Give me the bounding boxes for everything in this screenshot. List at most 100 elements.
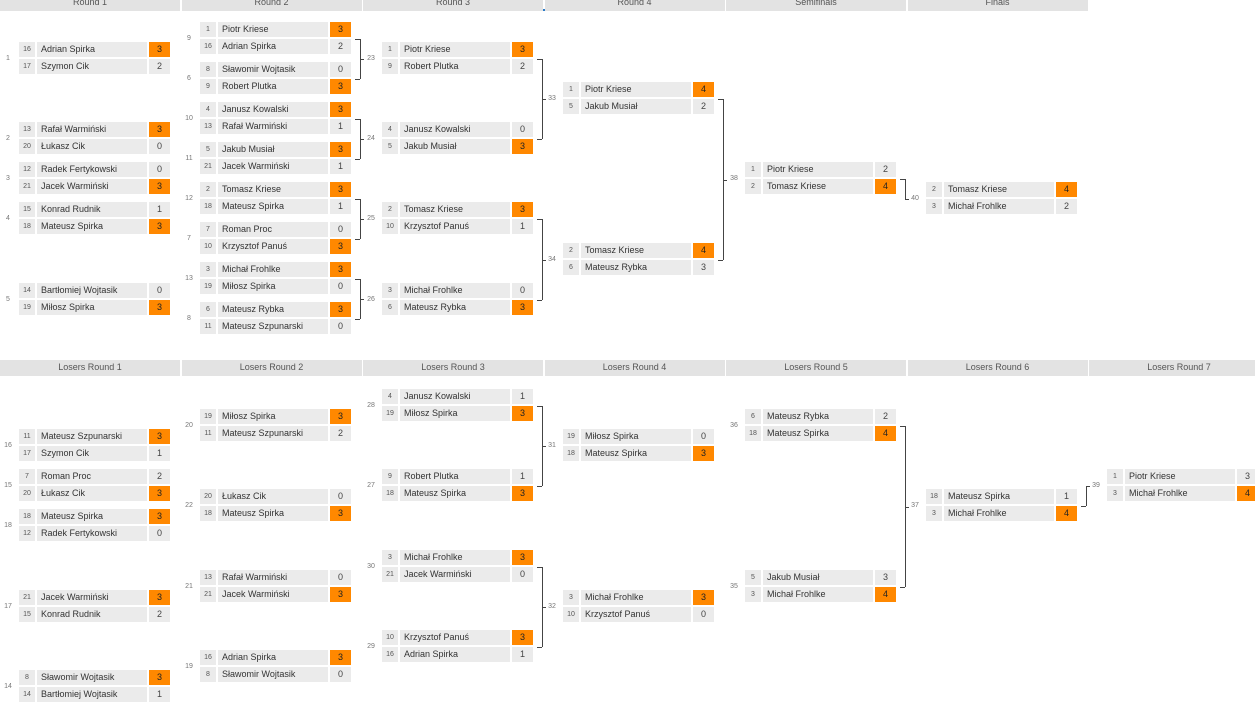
player-name[interactable]: Piotr Kriese bbox=[218, 22, 328, 37]
player-name[interactable]: Mateusz Rybka bbox=[763, 409, 873, 424]
player-name[interactable]: Mateusz Spirka bbox=[763, 426, 873, 441]
player-name[interactable]: Tomasz Kriese bbox=[944, 182, 1054, 197]
player-name[interactable]: Robert Plutka bbox=[400, 469, 510, 484]
player-name[interactable]: Michał Frohlke bbox=[944, 199, 1054, 214]
player-name[interactable]: Miłosz Spirka bbox=[400, 406, 510, 421]
player-name[interactable]: Michał Frohlke bbox=[581, 590, 691, 605]
losers-round-header: Losers Round 1 bbox=[0, 360, 180, 376]
player-name[interactable]: Tomasz Kriese bbox=[581, 243, 691, 258]
player-name[interactable]: Mateusz Spirka bbox=[218, 199, 328, 214]
player-name[interactable]: Roman Proc bbox=[37, 469, 147, 484]
player-name[interactable]: Sławomir Wojtasik bbox=[218, 667, 328, 682]
player-name[interactable]: Miłosz Spirka bbox=[581, 429, 691, 444]
match-number: 3 bbox=[6, 175, 10, 182]
player-name[interactable]: Mateusz Rybka bbox=[218, 302, 328, 317]
match-number: 13 bbox=[185, 275, 193, 282]
player-name[interactable]: Konrad Rudnik bbox=[37, 607, 147, 622]
player-name[interactable]: Miłosz Spirka bbox=[218, 409, 328, 424]
bracket-connector bbox=[537, 139, 542, 140]
player-name[interactable]: Michał Frohlke bbox=[763, 587, 873, 602]
player-name[interactable]: Szymon Cik bbox=[37, 446, 147, 461]
player-name[interactable]: Tomasz Kriese bbox=[400, 202, 510, 217]
player-name[interactable]: Jacek Warmiński bbox=[218, 159, 328, 174]
player-name[interactable]: Tomasz Kriese bbox=[218, 182, 328, 197]
player-name[interactable]: Roman Proc bbox=[218, 222, 328, 237]
player-name[interactable]: Bartłomiej Wojtasik bbox=[37, 687, 147, 702]
player-score: 3 bbox=[330, 182, 351, 197]
player-name[interactable]: Jakub Musiał bbox=[400, 139, 510, 154]
player-name[interactable]: Mateusz Spirka bbox=[37, 219, 147, 234]
player-name[interactable]: Mateusz Szpunarski bbox=[218, 426, 328, 441]
player-score: 3 bbox=[149, 122, 170, 137]
player-name[interactable]: Mateusz Spirka bbox=[581, 446, 691, 461]
player-name[interactable]: Mateusz Rybka bbox=[400, 300, 510, 315]
player-name[interactable]: Miłosz Spirka bbox=[218, 279, 328, 294]
player-name[interactable]: Piotr Kriese bbox=[400, 42, 510, 57]
player-name[interactable]: Michał Frohlke bbox=[1125, 486, 1235, 501]
player-name[interactable]: Adrian Spirka bbox=[400, 647, 510, 662]
player-name[interactable]: Piotr Kriese bbox=[1125, 469, 1235, 484]
player-name[interactable]: Jacek Warmiński bbox=[37, 590, 147, 605]
player-name[interactable]: Tomasz Kriese bbox=[763, 179, 873, 194]
player-name[interactable]: Rafał Warmiński bbox=[218, 119, 328, 134]
player-name[interactable]: Piotr Kriese bbox=[763, 162, 873, 177]
player-score: 2 bbox=[875, 162, 896, 177]
player-name[interactable]: Jacek Warmiński bbox=[218, 587, 328, 602]
player-name[interactable]: Michał Frohlke bbox=[944, 506, 1054, 521]
match-number: 6 bbox=[187, 75, 191, 82]
player-name[interactable]: Szymon Cik bbox=[37, 59, 147, 74]
player-name[interactable]: Konrad Rudnik bbox=[37, 202, 147, 217]
player-name[interactable]: Mateusz Spirka bbox=[944, 489, 1054, 504]
player-name[interactable]: Mateusz Spirka bbox=[218, 506, 328, 521]
player-seed: 8 bbox=[19, 670, 35, 685]
player-name[interactable]: Łukasz Cik bbox=[37, 139, 147, 154]
player-name[interactable]: Jakub Musiał bbox=[218, 142, 328, 157]
player-name[interactable]: Piotr Kriese bbox=[581, 82, 691, 97]
player-name[interactable]: Janusz Kowalski bbox=[400, 122, 510, 137]
player-name[interactable]: Michał Frohlke bbox=[400, 283, 510, 298]
player-name[interactable]: Robert Plutka bbox=[218, 79, 328, 94]
player-name[interactable]: Miłosz Spirka bbox=[37, 300, 147, 315]
player-name[interactable]: Mateusz Rybka bbox=[581, 260, 691, 275]
player-name[interactable]: Adrian Spirka bbox=[218, 650, 328, 665]
match-number: 23 bbox=[367, 55, 375, 62]
player-name[interactable]: Mateusz Spirka bbox=[37, 509, 147, 524]
player-name[interactable]: Adrian Spirka bbox=[218, 39, 328, 54]
player-name[interactable]: Adrian Spirka bbox=[37, 42, 147, 57]
player-name[interactable]: Sławomir Wojtasik bbox=[37, 670, 147, 685]
player-name[interactable]: Łukasz Cik bbox=[37, 486, 147, 501]
player-name[interactable]: Rafał Warmiński bbox=[37, 122, 147, 137]
player-name[interactable]: Jakub Musiał bbox=[581, 99, 691, 114]
player-seed: 16 bbox=[200, 39, 216, 54]
player-name[interactable]: Michał Frohlke bbox=[218, 262, 328, 277]
player-name[interactable]: Jacek Warmiński bbox=[37, 179, 147, 194]
player-name[interactable]: Bartłomiej Wojtasik bbox=[37, 283, 147, 298]
player-name[interactable]: Sławomir Wojtasik bbox=[218, 62, 328, 77]
player-name[interactable]: Krzysztof Panuś bbox=[400, 630, 510, 645]
player-seed: 5 bbox=[200, 142, 216, 157]
player-score: 3 bbox=[512, 42, 533, 57]
player-name[interactable]: Radek Fertykowski bbox=[37, 526, 147, 541]
player-score: 3 bbox=[330, 506, 351, 521]
bracket-connector bbox=[537, 219, 542, 220]
player-name[interactable]: Krzysztof Panuś bbox=[581, 607, 691, 622]
player-name[interactable]: Jakub Musiał bbox=[763, 570, 873, 585]
player-name[interactable]: Radek Fertykowski bbox=[37, 162, 147, 177]
player-name[interactable]: Janusz Kowalski bbox=[400, 389, 510, 404]
player-name[interactable]: Rafał Warmiński bbox=[218, 570, 328, 585]
player-name[interactable]: Łukasz Cik bbox=[218, 489, 328, 504]
player-name[interactable]: Mateusz Szpunarski bbox=[218, 319, 328, 334]
player-name[interactable]: Jacek Warmiński bbox=[400, 567, 510, 582]
player-name[interactable]: Michał Frohlke bbox=[400, 550, 510, 565]
player-name[interactable]: Janusz Kowalski bbox=[218, 102, 328, 117]
round-header: Round 3 bbox=[363, 0, 543, 11]
match-number: 20 bbox=[185, 422, 193, 429]
player-name[interactable]: Krzysztof Panuś bbox=[400, 219, 510, 234]
player-name[interactable]: Robert Plutka bbox=[400, 59, 510, 74]
player-name[interactable]: Mateusz Szpunarski bbox=[37, 429, 147, 444]
player-name[interactable]: Mateusz Spirka bbox=[400, 486, 510, 501]
player-score: 3 bbox=[512, 139, 533, 154]
player-seed: 14 bbox=[19, 687, 35, 702]
player-score: 1 bbox=[330, 199, 351, 214]
player-name[interactable]: Krzysztof Panuś bbox=[218, 239, 328, 254]
